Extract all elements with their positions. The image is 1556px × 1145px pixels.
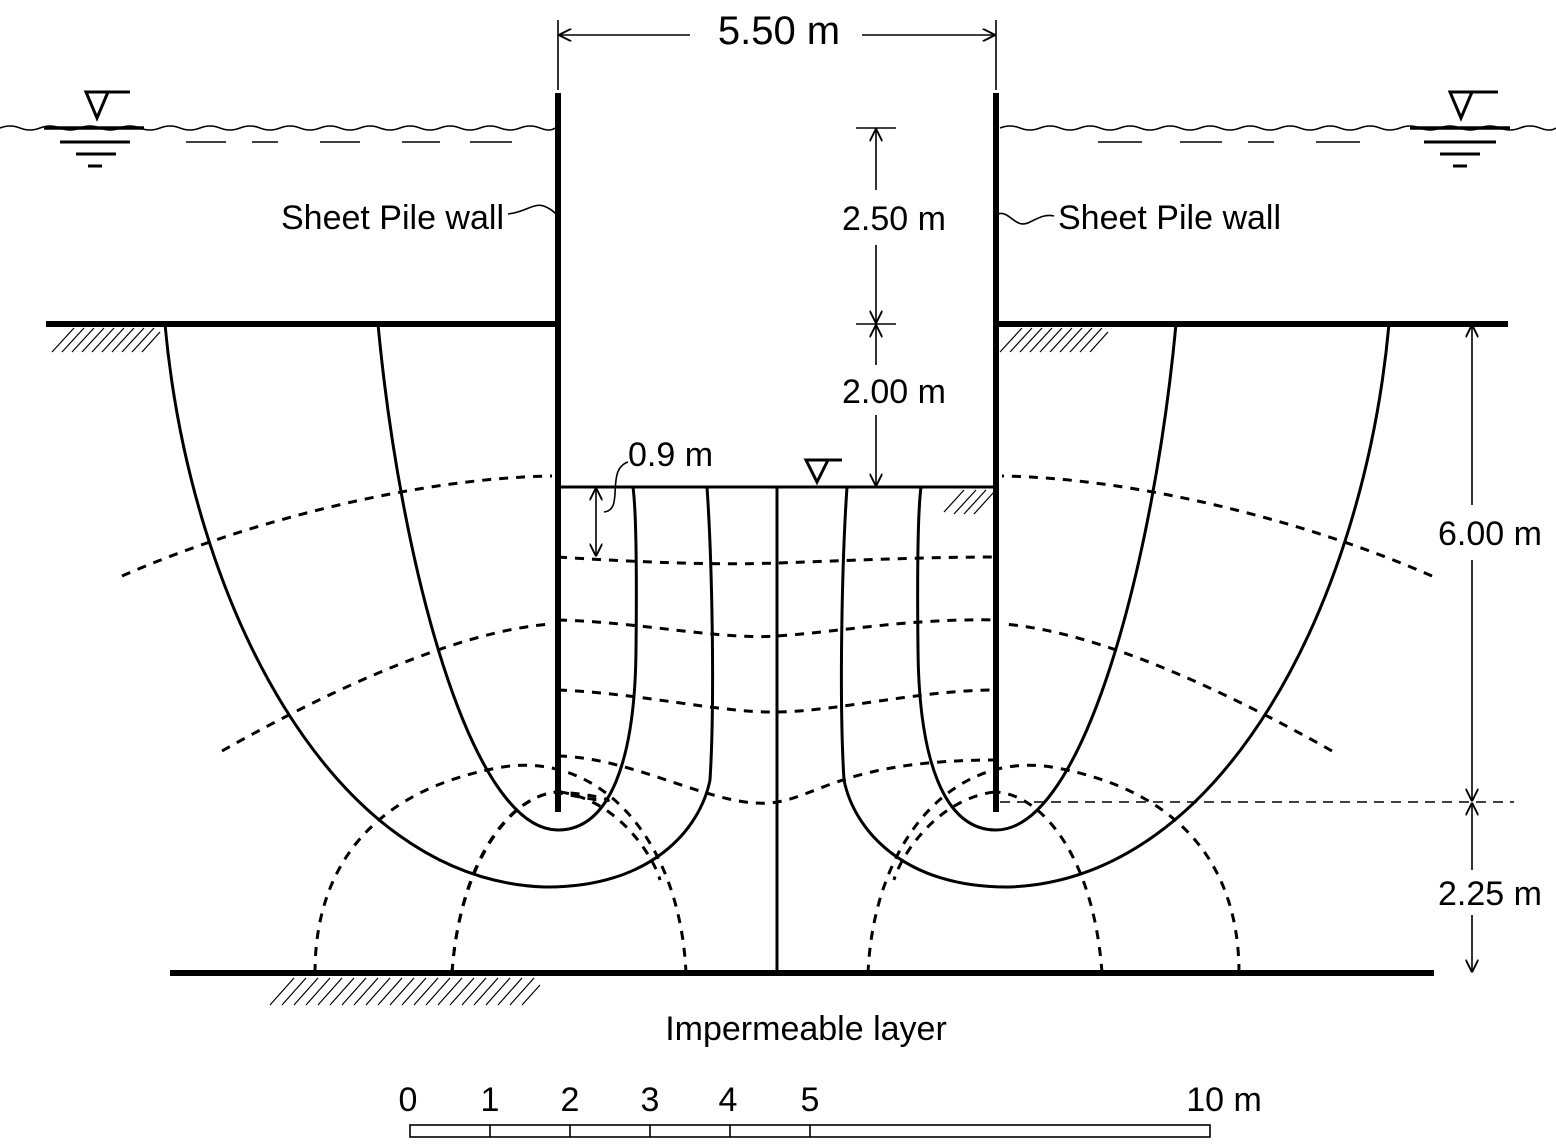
equipotential-left-1 xyxy=(121,474,553,578)
right-wall-annotation: Sheet Pile wall xyxy=(997,199,1281,237)
left-ground-hatch xyxy=(51,327,161,353)
equipotential-inner-3 xyxy=(557,688,997,714)
scale-tick-3: 3 xyxy=(641,1081,660,1119)
flow-lines xyxy=(163,323,1391,973)
left-wall-label: Sheet Pile wall xyxy=(281,199,504,237)
equipotential-lines xyxy=(121,474,1433,974)
right-vertical-dimensions: 6.00 m 2.25 m xyxy=(1000,326,1542,971)
equipotential-left-arc-inner-c xyxy=(559,790,662,881)
depth-dimensions: 2.50 m 2.00 m xyxy=(842,127,946,485)
equipotential-right-arc-inner-c xyxy=(892,790,995,881)
equipotential-right-1 xyxy=(1001,474,1433,578)
equipotential-right-arc-outer xyxy=(866,763,1241,974)
right-water-table-icon xyxy=(1410,90,1510,168)
equipotential-inner-4 xyxy=(557,754,997,805)
excavation-hatch xyxy=(943,489,995,515)
width-dimension: 5.50 m xyxy=(557,9,997,90)
impermeable-layer-label: Impermeable layer xyxy=(665,1010,947,1048)
scale-tick-5: 5 xyxy=(801,1081,820,1119)
below-tip-label: 2.25 m xyxy=(1438,875,1542,913)
equipotential-left-arc-inner xyxy=(450,790,610,974)
left-wall-annotation: Sheet Pile wall xyxy=(281,199,557,237)
impermeable-hatch xyxy=(269,977,541,1006)
right-ground-hatch xyxy=(999,327,1109,353)
left-water-table-icon xyxy=(44,90,144,168)
embedment-label: 6.00 m xyxy=(1438,515,1542,553)
upper-water-depth-label: 2.50 m xyxy=(842,200,946,238)
head-drop-label: 0.9 m xyxy=(628,436,713,474)
head-drop-dimension: 0.9 m xyxy=(596,436,713,555)
right-wall-label: Sheet Pile wall xyxy=(1058,199,1281,237)
scale-tick-2: 2 xyxy=(561,1081,580,1119)
equipotential-left-arc-inner-b xyxy=(450,790,556,974)
scale-bar: 0 1 2 3 4 5 10 m xyxy=(399,1081,1262,1138)
equipotential-left-2 xyxy=(221,622,553,753)
flow-line-left-outer xyxy=(163,323,715,889)
scale-tick-10: 10 m xyxy=(1186,1081,1262,1119)
width-label: 5.50 m xyxy=(718,9,840,53)
excavation-water-table-icon xyxy=(803,458,842,486)
flow-line-right-inner xyxy=(916,323,1178,832)
equipotential-left-arc-outer xyxy=(313,763,688,974)
scale-tick-4: 4 xyxy=(719,1081,738,1119)
excavation-depth-label: 2.00 m xyxy=(842,373,946,411)
flow-line-right-outer xyxy=(839,323,1391,889)
scale-tick-1: 1 xyxy=(481,1081,500,1119)
equipotential-right-2 xyxy=(1001,622,1333,753)
scale-tick-0: 0 xyxy=(399,1081,418,1119)
equipotential-inner-2 xyxy=(557,618,997,639)
flow-line-left-inner xyxy=(376,323,638,832)
equipotential-right-arc-inner xyxy=(995,790,1104,974)
